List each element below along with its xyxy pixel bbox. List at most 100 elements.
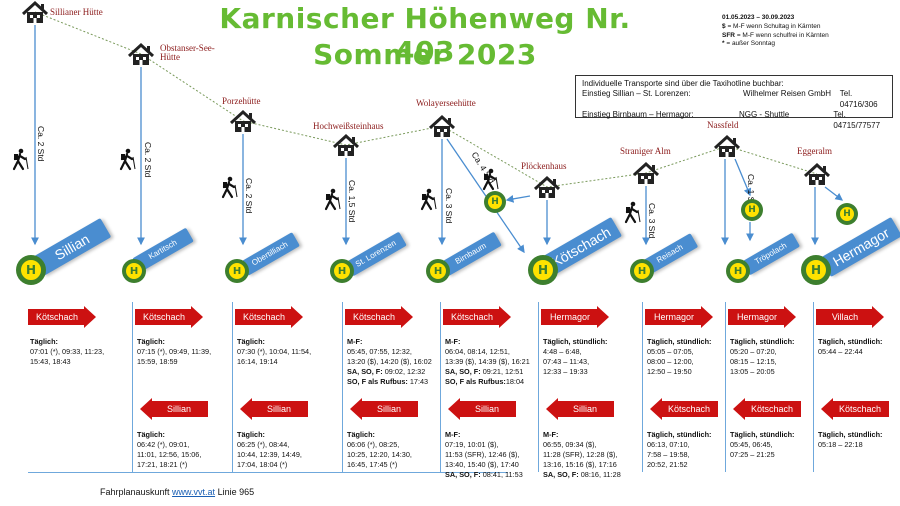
outbound-arrow-label: Kötschach xyxy=(450,312,494,322)
bus-stop-icon: H xyxy=(801,255,831,285)
footer: Fahrplanauskunft www.vvt.at Linie 965 xyxy=(100,487,254,497)
inbound-schedule: Täglich, stündlich:05:45, 06:45,07:25 – … xyxy=(730,430,794,460)
outbound-arrow: Hermagor xyxy=(645,306,713,328)
outbound-arrow-label: Kötschach xyxy=(35,312,79,322)
schedule-line: Täglich: xyxy=(237,337,265,346)
schedule-line: 16:14, 19:14 xyxy=(237,357,278,367)
walk-time: Ca. 3 Std xyxy=(444,188,454,224)
schedule-line: 08:00 – 12:00, xyxy=(647,357,694,367)
schedule-line: M-F: xyxy=(347,337,363,346)
inbound-arrow: Kötschach xyxy=(733,398,801,420)
outbound-schedule: M-F:06:04, 08:14, 12:51,13:39 ($), 14:39… xyxy=(445,337,530,387)
schedule-line: Täglich, stündlich: xyxy=(818,430,883,439)
schedule-line: 13:40, 15:40 ($), 17:40 xyxy=(445,460,519,470)
inbound-arrow-label: Sillian xyxy=(266,404,291,414)
schedule-line: 06:25 (*), 08:44, xyxy=(237,440,290,450)
hiker-icon xyxy=(12,147,30,171)
schedule-line: Täglich, stündlich: xyxy=(647,337,712,346)
schedule-line: 07:25 – 21:25 xyxy=(730,450,775,460)
schedule-line: 15:43, 18:43 xyxy=(30,357,71,367)
hut-label: Porzehütte xyxy=(222,96,261,106)
outbound-arrow-label: Kötschach xyxy=(142,312,186,322)
schedule-line: 05:44 – 22:44 xyxy=(818,347,863,357)
schedule-line: Täglich: xyxy=(237,430,265,439)
schedule-line: 20:52, 21:52 xyxy=(647,460,688,470)
bus-stop-icon: H xyxy=(484,191,506,213)
schedule-line: 07:15 (*), 09:49, 11:39, xyxy=(137,347,212,357)
walk-time: Ca. 2 Std xyxy=(36,126,46,162)
outbound-arrow-label: Kötschach xyxy=(352,312,396,322)
column-separator xyxy=(342,302,343,472)
schedule-line: SA, SO, F: 08:16, 11:28 xyxy=(543,470,621,480)
hiker-icon xyxy=(324,187,342,211)
schedule-line: 10:25, 12:20, 14:30, xyxy=(347,450,412,460)
inbound-arrow-label: Kötschach xyxy=(838,404,882,414)
bus-stop-icon: H xyxy=(726,259,750,283)
outbound-arrow-label: Kötschach xyxy=(242,312,286,322)
hut-label: Hochweißsteinhaus xyxy=(313,121,384,131)
schedule-line: 7:58 – 19:58, xyxy=(647,450,690,460)
column-separator xyxy=(725,302,726,472)
outbound-arrow: Kötschach xyxy=(345,306,413,328)
schedule-line: SA, SO, F: 09:02, 12:32 xyxy=(347,367,426,377)
page-title: Karnischer Höhenweg Nr. 403 xyxy=(219,2,631,68)
inbound-arrow-label: Sillian xyxy=(166,404,191,414)
taxi-info-box: Individuelle Transporte sind über die Ta… xyxy=(575,75,893,130)
outbound-schedule: Täglich, stündlich:05:44 – 22:44 xyxy=(818,337,882,357)
hut-label: Obstanser-See- Hütte xyxy=(160,43,215,63)
inbound-schedule: Täglich:06:42 (*), 09:01,11:01, 12:56, 1… xyxy=(137,430,201,470)
outbound-arrow: Villach xyxy=(816,306,884,328)
outbound-arrow-label: Hermagor xyxy=(653,312,694,322)
schedule-line: 08:15 – 12:15, xyxy=(730,357,777,367)
bus-stop-icon: H xyxy=(330,259,354,283)
schedule-line: 13:39 ($), 14:39 ($), 16:21 xyxy=(445,357,530,367)
inbound-arrow-label: Sillian xyxy=(572,404,597,414)
inbound-arrow: Kötschach xyxy=(821,398,889,420)
hiker-icon xyxy=(221,175,239,199)
column-separator xyxy=(132,302,133,472)
schedule-line: SA, SO, F: 08:41, 11:53 xyxy=(445,470,523,480)
schedule-line: 17:04, 18:04 (*) xyxy=(237,460,288,470)
schedule-line: M-F: xyxy=(445,430,461,439)
descent-line xyxy=(824,186,844,201)
hut-icon xyxy=(533,176,561,200)
outbound-arrow: Kötschach xyxy=(235,306,303,328)
schedule-line: Täglich, stündlich: xyxy=(647,430,712,439)
outbound-arrow: Hermagor xyxy=(728,306,796,328)
schedule-line: Täglich, stündlich: xyxy=(543,337,608,346)
schedule-line: M-F: xyxy=(445,337,461,346)
footer-suffix: Linie 965 xyxy=(215,487,255,497)
schedule-line: 06:06 (*), 08:25, xyxy=(347,440,400,450)
inbound-schedule: M-F:07:19, 10:01 ($),11:53 (SFR), 12:46 … xyxy=(445,430,523,480)
schedule-line: 06:55, 09:34 ($), xyxy=(543,440,597,450)
outbound-schedule: Täglich:07:15 (*), 09:49, 11:39,15:59, 1… xyxy=(137,337,211,367)
legend: 01.05.2023 – 30.09.2023 $ = M-F wenn Sch… xyxy=(722,14,892,49)
column-separator xyxy=(232,302,233,472)
hut-label: Nassfeld xyxy=(707,120,739,130)
column-separator xyxy=(440,302,441,472)
schedule-line: 13:16, 15:16 ($), 17:16 xyxy=(543,460,617,470)
outbound-arrow-label: Hermagor xyxy=(549,312,590,322)
bracket-line xyxy=(28,472,508,473)
inbound-arrow: Sillian xyxy=(448,398,516,420)
schedule-line: 12:33 – 19:33 xyxy=(543,367,588,377)
hut-label: Wolayerseehütte xyxy=(416,98,476,108)
hut-label: Sillianer Hütte xyxy=(50,7,103,17)
inbound-schedule: Täglich, stündlich:05:18 – 22:18 xyxy=(818,430,882,450)
schedule-line: 10:44, 12:39, 14:49, xyxy=(237,450,302,460)
bus-stop-icon: H xyxy=(528,255,558,285)
outbound-schedule: Täglich:07:01 (*), 09:33, 11:23,15:43, 1… xyxy=(30,337,104,367)
vvt-link[interactable]: www.vvt.at xyxy=(172,487,216,497)
schedule-line: 07:43 – 11:43, xyxy=(543,357,590,367)
schedule-line: 13:20 ($), 14:20 ($), 16:02 xyxy=(347,357,432,367)
column-separator xyxy=(813,302,814,472)
outbound-arrow: Kötschach xyxy=(135,306,203,328)
footer-prefix: Fahrplanauskunft xyxy=(100,487,173,497)
descent-line xyxy=(505,195,531,203)
inbound-schedule: Täglich, stündlich:06:13, 07:10,7:58 – 1… xyxy=(647,430,711,470)
schedule-line: 06:13, 07:10, xyxy=(647,440,690,450)
schedule-line: 12:50 – 19:50 xyxy=(647,367,692,377)
page-subtitle: Sommer 2023 xyxy=(313,38,537,71)
walk-time: Ca. 2 Std xyxy=(244,178,254,214)
schedule-line: SA, SO, F: 09:21, 12:51 xyxy=(445,367,524,377)
